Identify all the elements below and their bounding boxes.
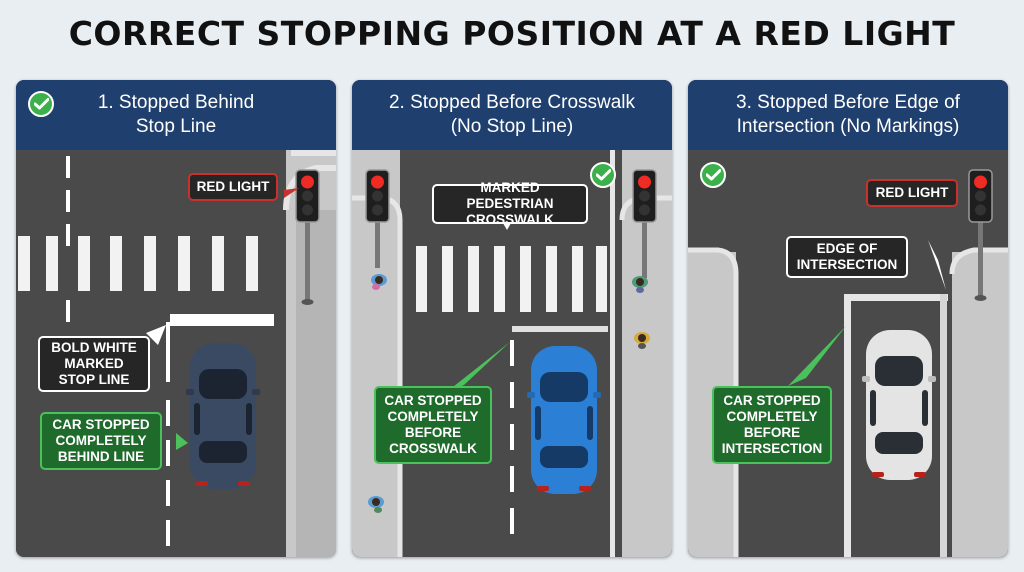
car-stopped-label: CAR STOPPED COMPLETELY BEHIND LINE xyxy=(40,412,162,470)
red-light-label: RED LIGHT xyxy=(188,173,278,201)
stop-line-label: BOLD WHITE MARKED STOP LINE xyxy=(38,336,150,392)
callout-text: RED LIGHT xyxy=(196,179,270,194)
check-icon xyxy=(590,162,616,188)
panel-heading-line: Stop Line xyxy=(135,116,217,137)
car-stopped-label: CAR STOPPED COMPLETELY BEFORE INTERSECTI… xyxy=(712,386,832,464)
panel-heading-line: (No Stop Line) xyxy=(450,116,574,137)
traffic-light-icon xyxy=(968,169,993,223)
check-icon xyxy=(28,91,54,117)
panel-heading: 1. Stopped Behind Stop Line xyxy=(16,80,336,150)
callout-text: COMPLETELY xyxy=(55,433,147,448)
panel-crosswalk: 2. Stopped Before Crosswalk (No Stop Lin… xyxy=(352,80,672,557)
callout-text: CROSSWALK xyxy=(389,441,477,456)
car-icon xyxy=(186,343,260,489)
callout-text: BEFORE xyxy=(743,425,801,440)
pedestrian-icon xyxy=(371,274,387,290)
pedestrian-icon xyxy=(634,332,650,349)
lane-dashes xyxy=(66,156,170,546)
callout-text: BEHIND LINE xyxy=(57,449,145,464)
stop-line xyxy=(170,314,274,326)
traffic-light-icon xyxy=(632,169,657,223)
red-light-label: RED LIGHT xyxy=(866,179,958,207)
crosswalk xyxy=(416,246,607,312)
callout-text: EDGE OF xyxy=(816,241,878,256)
panel-heading: 3. Stopped Before Edge of Intersection (… xyxy=(688,80,1008,150)
car-icon xyxy=(527,346,601,494)
callout-text: INTERSECTION xyxy=(721,441,823,456)
callout-text: CAR STOPPED xyxy=(52,417,150,432)
callout-text: MARKED xyxy=(64,356,124,371)
car-icon xyxy=(862,330,936,480)
crosswalk-label: MARKED PEDESTRIAN CROSSWALK xyxy=(432,180,588,227)
callout-text: MARKED PEDESTRIAN xyxy=(466,180,554,211)
callout-text: BOLD WHITE xyxy=(51,340,137,355)
panel-heading-line: Intersection (No Markings) xyxy=(736,116,960,137)
callout-text: COMPLETELY xyxy=(726,409,818,424)
panel-intersection-edge: 3. Stopped Before Edge of Intersection (… xyxy=(688,80,1008,557)
panel-heading-line: 2. Stopped Before Crosswalk xyxy=(388,92,636,113)
callout-text: STOP LINE xyxy=(58,372,130,387)
crosswalk xyxy=(18,236,258,291)
panel-heading-line: 3. Stopped Before Edge of xyxy=(736,92,960,113)
traffic-light-icon xyxy=(365,169,390,223)
callout-text: CAR STOPPED xyxy=(384,393,482,408)
callout-text: INTERSECTION xyxy=(796,257,898,272)
pedestrian-icon xyxy=(632,276,648,293)
callout-text: CAR STOPPED xyxy=(723,393,821,408)
page-title: CORRECT STOPPING POSITION AT A RED LIGHT xyxy=(68,14,956,53)
callout-text: RED LIGHT xyxy=(875,185,949,200)
road-scene xyxy=(688,150,1008,557)
callout-text: COMPLETELY xyxy=(387,409,479,424)
intersection-edge xyxy=(844,294,948,301)
callout-text: CROSSWALK xyxy=(466,212,554,227)
panel-stop-line: 1. Stopped Behind Stop Line xyxy=(16,80,336,557)
sidewalk xyxy=(952,252,1008,557)
check-icon xyxy=(700,162,726,188)
car-stopped-label: CAR STOPPED COMPLETELY BEFORE CROSSWALK xyxy=(374,386,492,464)
edge-of-intersection-label: EDGE OF INTERSECTION xyxy=(786,236,908,278)
pedestrian-icon xyxy=(368,496,384,513)
panel-heading: 2. Stopped Before Crosswalk (No Stop Lin… xyxy=(352,80,672,150)
road-scene xyxy=(16,150,336,557)
lane-dashes xyxy=(510,340,514,534)
callout-text: BEFORE xyxy=(404,425,462,440)
traffic-light-icon xyxy=(295,169,320,223)
panel-heading-line: 1. Stopped Behind xyxy=(97,92,255,113)
